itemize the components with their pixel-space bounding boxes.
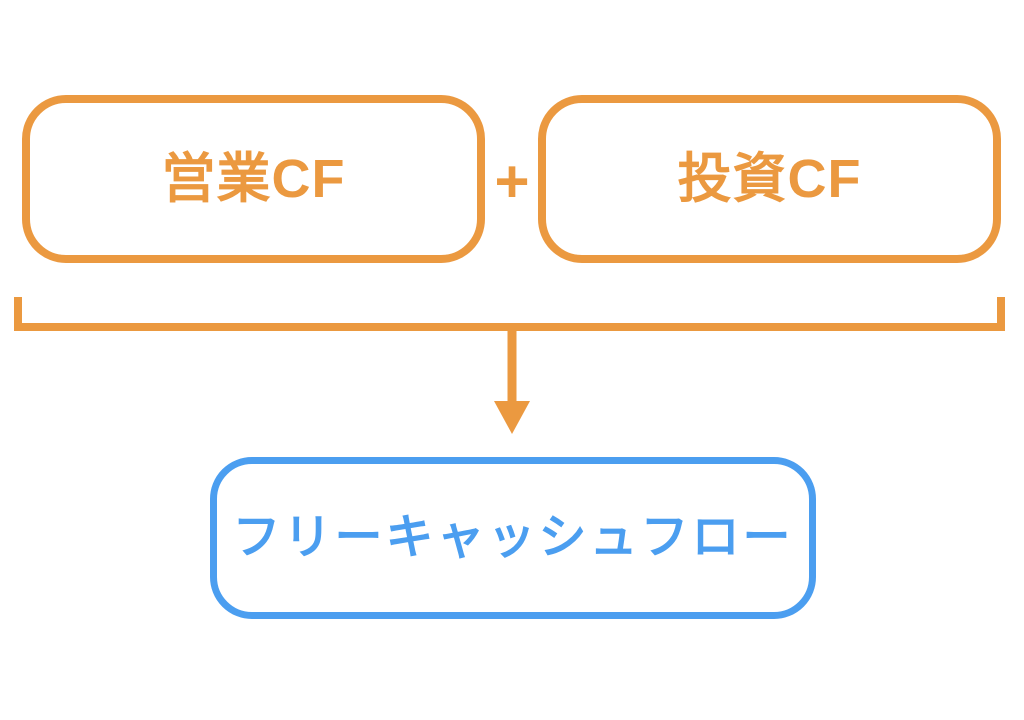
bracket-right-tick	[997, 297, 1005, 331]
investing-cf-box: 投資CF	[538, 95, 1001, 263]
merge-bracket-arrow-icon	[14, 297, 1005, 434]
plus-operator: +	[494, 148, 530, 215]
bracket-left-tick	[14, 297, 22, 331]
arrow-stem	[507, 323, 517, 403]
operating-cf-label: 営業CF	[161, 149, 346, 209]
arrow-head	[494, 401, 530, 434]
free-cash-flow-label: フリーキャッシュフロー	[232, 511, 794, 564]
investing-cf-label: 投資CF	[677, 149, 862, 209]
free-cash-flow-box: フリーキャッシュフロー	[210, 457, 816, 619]
operating-cf-box: 営業CF	[22, 95, 485, 263]
